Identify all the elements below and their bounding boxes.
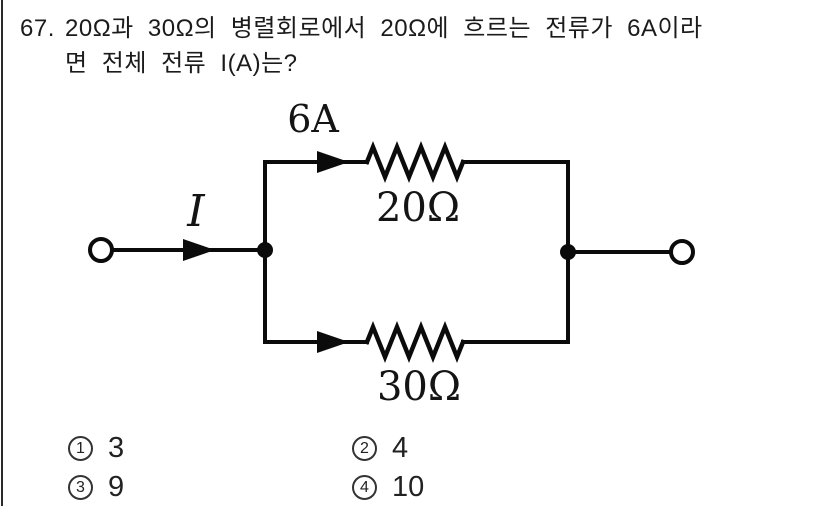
right-junction-node	[560, 244, 576, 260]
right-terminal-icon	[669, 239, 695, 265]
total-current-label: I	[186, 186, 206, 237]
bottom-branch-wire-left	[263, 248, 369, 344]
answer-choice-4[interactable]: 4 10	[352, 471, 424, 504]
page-edge-line	[1, 0, 3, 506]
choice-2-label: 4	[392, 432, 409, 464]
choice-2-marker: 2	[352, 436, 377, 461]
question-line-2: 면 전체 전류 I(A)는?	[65, 50, 298, 77]
choice-1-label: 3	[108, 432, 125, 464]
choice-3-label: 9	[108, 471, 125, 503]
resistor-30-zigzag	[364, 320, 466, 364]
resistor-30-label: 30Ω	[377, 364, 461, 410]
resistor-20-zigzag	[364, 140, 466, 184]
answer-choice-1[interactable]: 1 3	[68, 432, 124, 465]
bottom-branch-wire-right	[461, 250, 570, 344]
choice-4-marker: 4	[352, 475, 377, 500]
question-text: 20Ω과 30Ω의 병렬회로에서 20Ω에 흐르는 전류가 6A이라 면 전체 …	[65, 11, 703, 81]
question-line-1: 20Ω과 30Ω의 병렬회로에서 20Ω에 흐르는 전류가 6A이라	[65, 15, 703, 42]
top-branch-wire-left	[263, 160, 369, 252]
left-junction-node	[257, 242, 273, 258]
choice-4-label: 10	[392, 471, 425, 503]
input-current-arrow-icon	[183, 239, 215, 261]
answer-choice-3[interactable]: 3 9	[68, 471, 124, 504]
question-number: 67.	[20, 15, 55, 42]
bottom-branch-arrow-icon	[317, 331, 349, 353]
branch-current-label: 6A	[287, 97, 339, 141]
answer-choice-2[interactable]: 2 4	[352, 432, 408, 465]
top-branch-arrow-icon	[317, 151, 349, 173]
resistor-20-label: 20Ω	[376, 185, 460, 231]
choice-1-marker: 1	[68, 436, 93, 461]
question-block: 67. 20Ω과 30Ω의 병렬회로에서 20Ω에 흐르는 전류가 6A이라 면…	[20, 11, 703, 81]
left-terminal-icon	[88, 237, 114, 263]
choice-3-marker: 3	[68, 475, 93, 500]
top-branch-wire-right	[461, 160, 570, 254]
